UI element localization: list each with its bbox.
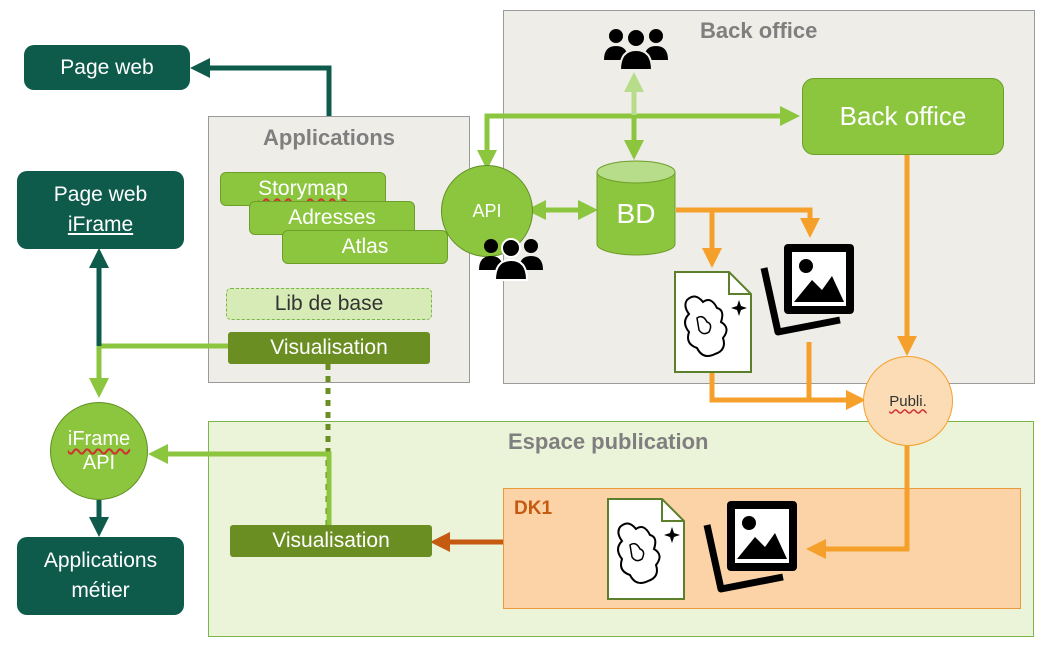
publication-region-title: Espace publication	[508, 429, 709, 454]
back-office-app-label: Back office	[839, 101, 967, 131]
back-office-region	[503, 10, 1035, 384]
visualisation-apps-box: Visualisation	[228, 332, 430, 364]
page-web-iframe-label-2: iFrame	[67, 213, 134, 236]
applications-region-title: Applications	[263, 125, 396, 150]
visualisation-publication-label: Visualisation	[272, 529, 390, 552]
api-label: API	[472, 200, 502, 221]
storymap-label: Storymap	[258, 177, 348, 200]
users-group-icon	[604, 28, 668, 71]
applications-metier-box: Applications métier	[17, 537, 184, 615]
page-web-iframe-box: Page web iFrame	[17, 171, 184, 249]
dk1-title: DK1	[514, 498, 553, 519]
applications-metier-label-2: métier	[71, 579, 130, 602]
users-group-icon	[479, 238, 543, 281]
lib-de-base-label: Lib de base	[274, 292, 384, 315]
photo-gallery-icon	[760, 244, 854, 336]
map-document-icon	[607, 498, 685, 600]
bd-label: BD	[616, 198, 656, 229]
lib-de-base-box: Lib de base	[226, 288, 432, 320]
page-web-label: Page web	[60, 55, 154, 79]
publi-label: Publi.	[889, 392, 927, 410]
photo-gallery-icon	[703, 501, 797, 593]
atlas-label: Atlas	[341, 235, 389, 258]
bd-database-icon	[596, 160, 676, 256]
iframe-api-node: iFrame API	[50, 402, 148, 500]
back-office-app-box: Back office	[802, 78, 1004, 155]
publi-node: Publi.	[863, 356, 953, 446]
page-web-box: Page web	[24, 45, 190, 90]
iframe-api-label-1: iFrame	[67, 428, 131, 450]
applications-metier-label-1: Applications	[43, 549, 158, 572]
page-web-iframe-label-1: Page web	[53, 183, 148, 206]
visualisation-publication-box: Visualisation	[230, 525, 432, 557]
atlas-box: Atlas	[282, 230, 448, 264]
storymap-box: Storymap	[220, 172, 386, 206]
adresses-box: Adresses	[249, 201, 415, 235]
map-document-icon	[674, 271, 752, 373]
visualisation-apps-label: Visualisation	[270, 336, 388, 359]
iframe-api-label-2: API	[82, 452, 116, 474]
back-office-region-title: Back office	[700, 18, 818, 43]
adresses-label: Adresses	[288, 206, 376, 229]
